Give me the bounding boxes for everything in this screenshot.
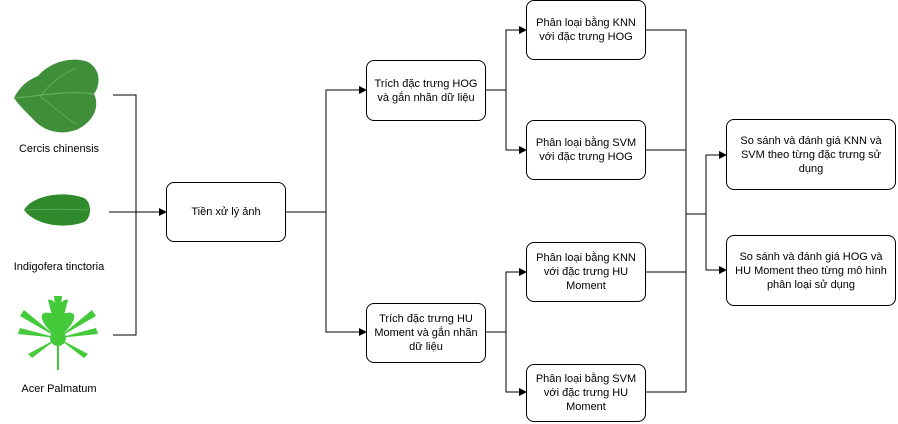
svm-hog-box: Phân loại bằng SVM với đặc trưng HOG xyxy=(526,120,646,180)
cercis-leaf-image xyxy=(13,59,99,133)
arrow-to-knn-hu xyxy=(505,268,527,332)
arrow-to-compare-model xyxy=(705,214,727,274)
svm-hu-box: Phân loại bằng SVM với đặc trưng HU Mome… xyxy=(526,364,646,422)
indigofera-leaf-label: Indigofera tinctoria xyxy=(13,261,105,273)
compare-feature-box: So sánh và đánh giá KNN và SVM theo từng… xyxy=(726,119,896,190)
arrow-to-hog-extract xyxy=(325,86,367,212)
arrow-to-compare-feature xyxy=(705,151,727,214)
hu-extract-box: Trích đặc trưng HU Moment và gắn nhãn dữ… xyxy=(366,303,486,363)
hog-extract-box: Trích đặc trưng HOG và gắn nhãn dữ liệu xyxy=(366,60,486,121)
knn-hu-box: Phân loại bằng KNN với đặc trưng HU Mome… xyxy=(526,242,646,302)
arrow-to-svm-hu xyxy=(505,332,527,396)
arrow-to-knn-hog xyxy=(505,26,527,90)
indigofera-leaf-image xyxy=(23,194,90,226)
compare-model-box: So sánh và đánh giá HOG và HU Moment the… xyxy=(726,235,896,306)
acer-leaf-label: Acer Palmatum xyxy=(21,383,97,395)
leaf-bracket-line xyxy=(113,94,137,336)
classifier-merge-line xyxy=(646,29,687,393)
cercis-leaf-label: Cercis chinensis xyxy=(18,143,100,155)
acer-leaf-image xyxy=(18,296,98,370)
arrow-to-hu-extract xyxy=(325,212,367,336)
knn-hog-box: Phân loại bằng KNN với đặc trưng HOG xyxy=(526,0,646,60)
arrow-to-svm-hog xyxy=(505,90,527,154)
preprocess-box: Tiền xử lý ảnh xyxy=(166,182,286,242)
